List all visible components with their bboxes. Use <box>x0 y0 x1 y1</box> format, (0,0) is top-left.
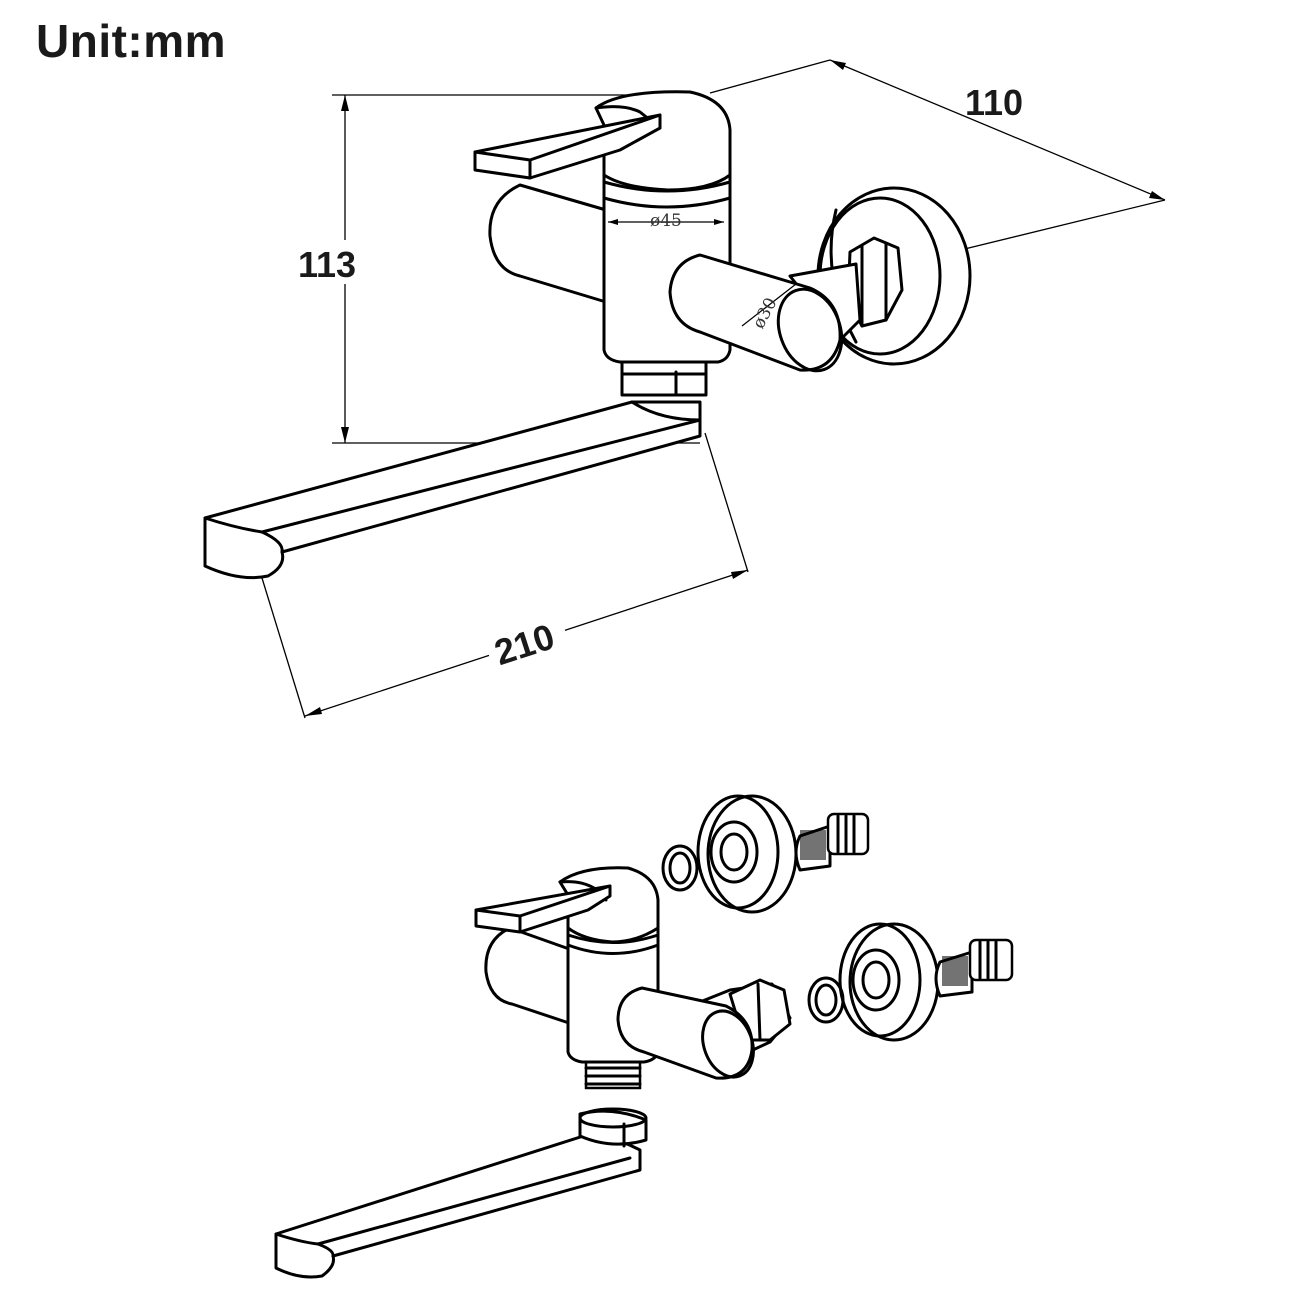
exploded-upper-flange <box>696 794 798 914</box>
exploded-spout <box>274 1130 642 1279</box>
exploded-lower-washer <box>807 976 845 1024</box>
exploded-handle-rear <box>484 926 574 1026</box>
unit-label: Unit:mm <box>36 15 227 67</box>
spout <box>203 400 702 580</box>
inlet-arm: ø30 <box>668 253 844 373</box>
exploded-upper-eccentric <box>794 812 870 872</box>
assembled-view: 110 113 210 <box>203 59 1166 719</box>
dimension-110: 110 <box>709 59 1166 256</box>
dimension-210-label: 210 <box>489 616 559 674</box>
handle-rear-cylinder <box>488 183 608 304</box>
dimension-110-label: 110 <box>965 82 1023 123</box>
lever-handle <box>473 113 662 180</box>
exploded-cap <box>558 866 660 944</box>
exploded-lower-eccentric <box>934 938 1014 998</box>
exploded-upper-washer <box>661 844 699 892</box>
exploded-spout-collar <box>578 1107 648 1148</box>
exploded-thread-nipple <box>584 1058 642 1090</box>
hex-nut <box>846 236 904 328</box>
dimension-113-label: 113 <box>298 244 356 285</box>
exploded-lower-flange <box>838 922 940 1042</box>
handle-cap <box>594 90 732 192</box>
exploded-inlet-arm <box>616 986 755 1080</box>
exploded-lever <box>474 884 612 934</box>
exploded-view <box>274 794 1014 1279</box>
body-diameter-label: ø45 <box>650 211 682 231</box>
